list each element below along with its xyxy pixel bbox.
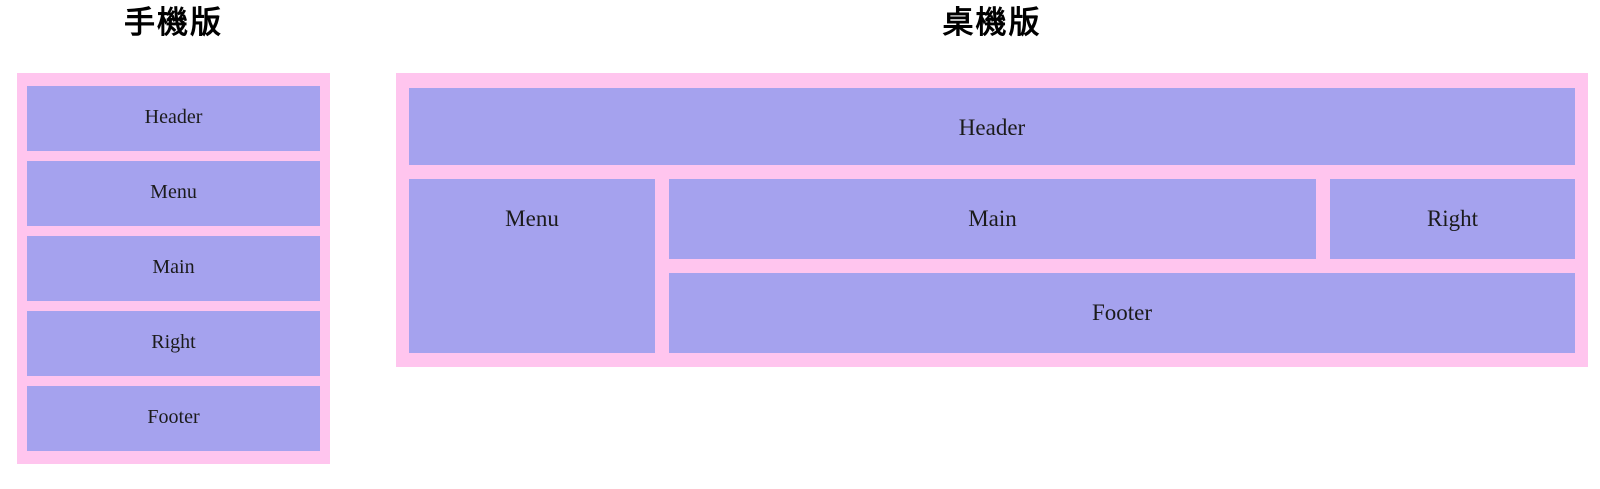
desktop-menu-box: Menu bbox=[409, 179, 655, 353]
mobile-footer-box: Footer bbox=[27, 386, 320, 451]
mobile-menu-box: Menu bbox=[27, 161, 320, 226]
mobile-version-title: 手機版 bbox=[124, 5, 223, 40]
mobile-main-box: Main bbox=[27, 236, 320, 301]
desktop-footer-box: Footer bbox=[669, 273, 1575, 353]
desktop-header-box: Header bbox=[409, 88, 1575, 165]
mobile-header-box: Header bbox=[27, 86, 320, 151]
mobile-layout-container: Header Menu Main Right Footer bbox=[17, 73, 330, 464]
mobile-right-box: Right bbox=[27, 311, 320, 376]
desktop-main-box: Main bbox=[669, 179, 1316, 259]
desktop-right-box: Right bbox=[1330, 179, 1575, 259]
desktop-layout-container: Header Menu Main Right Footer bbox=[396, 73, 1588, 367]
desktop-version-title: 桌機版 bbox=[942, 5, 1042, 40]
